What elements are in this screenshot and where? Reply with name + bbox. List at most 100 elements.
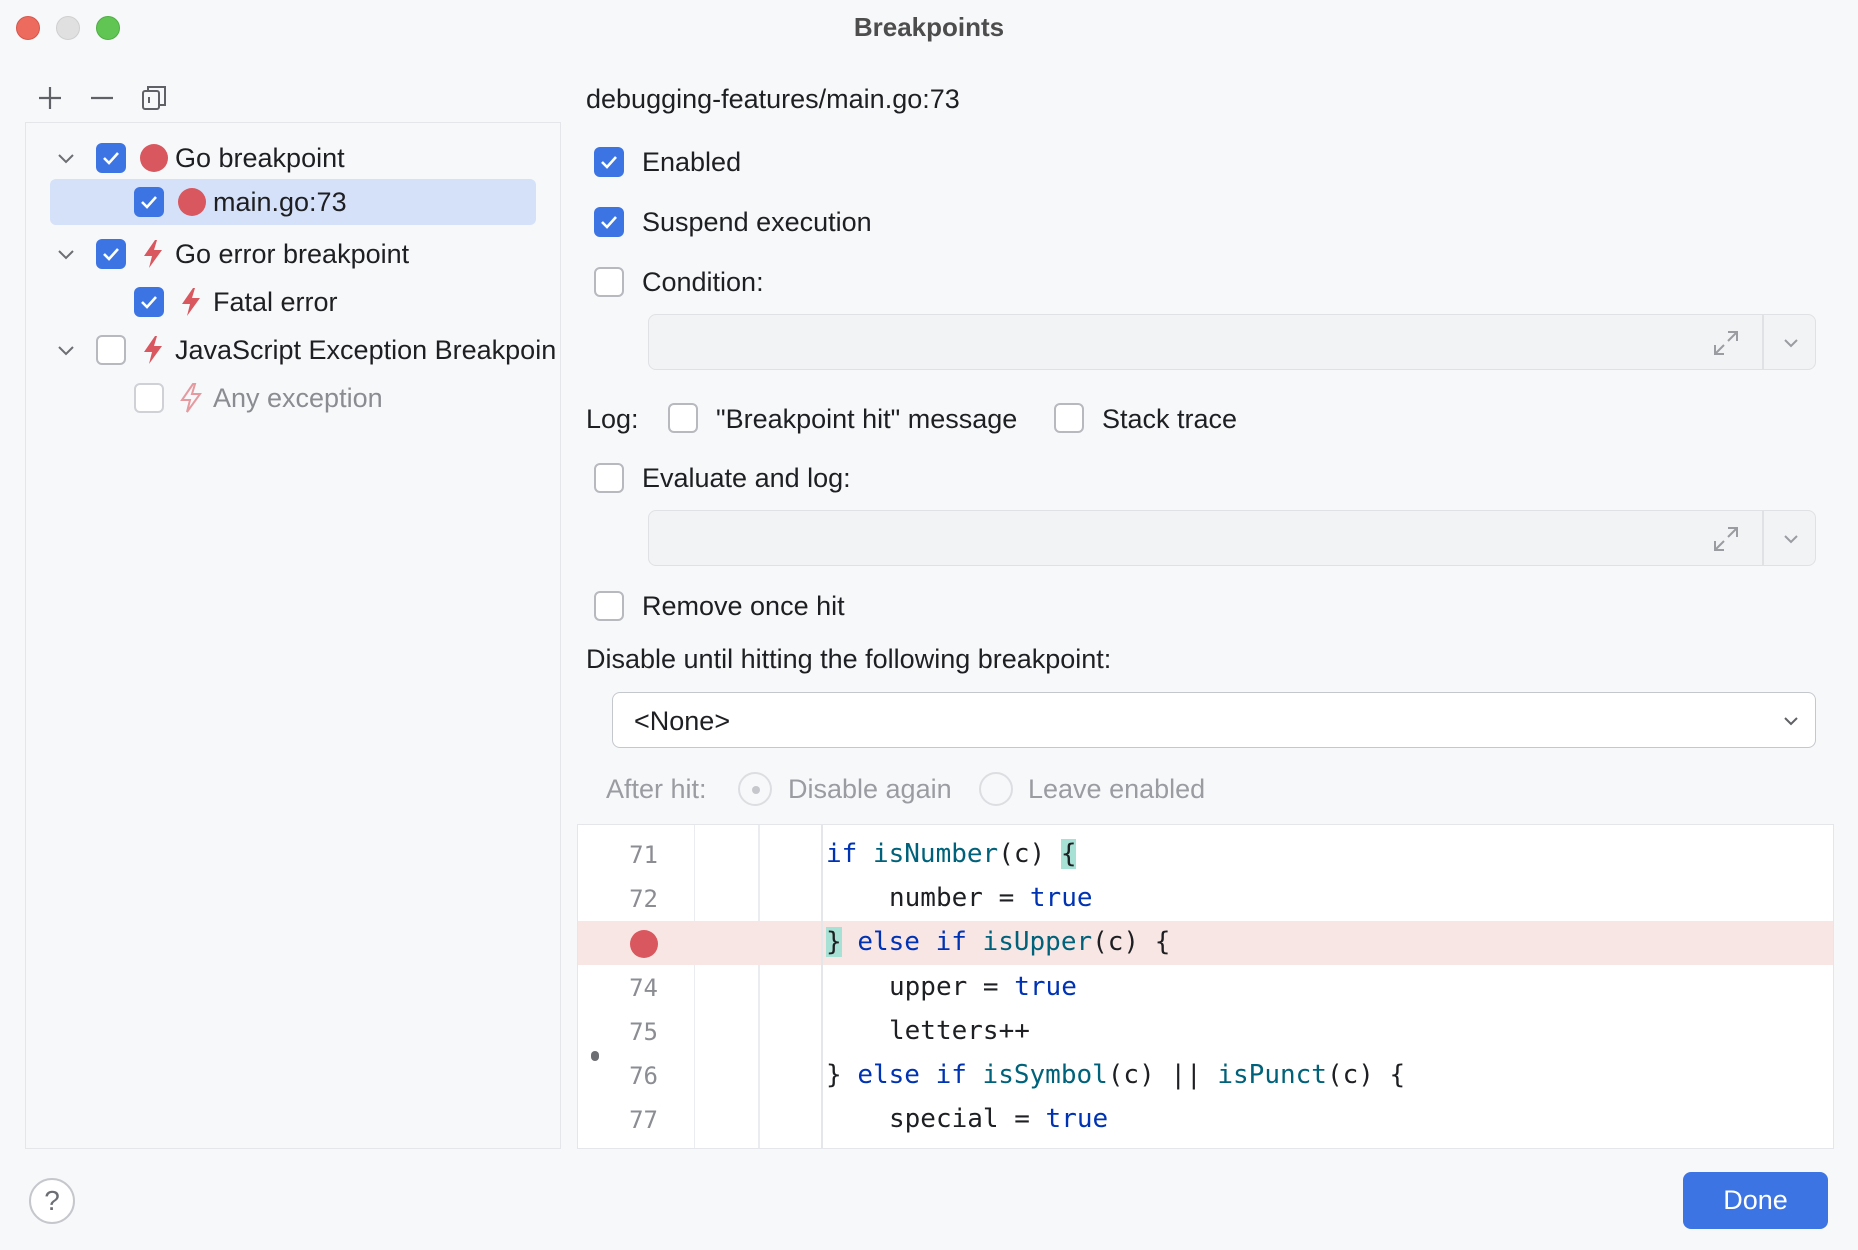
checkbox[interactable] — [134, 187, 164, 217]
tree-item-label: Go breakpoint — [175, 142, 345, 173]
tree-item-label: Fatal error — [213, 286, 338, 317]
breakpoint-dot-icon — [140, 144, 168, 172]
code-token: } — [826, 927, 842, 958]
expand-icon[interactable] — [1712, 525, 1740, 553]
disable-until-value: <None> — [634, 706, 731, 736]
condition-label: Condition: — [642, 267, 764, 297]
tree-item-main-go-73[interactable]: main.go:73 — [50, 179, 536, 225]
add-breakpoint-button[interactable] — [30, 78, 70, 118]
remove-once-hit-checkbox[interactable] — [594, 591, 624, 621]
tree-item-label: Go error breakpoint — [175, 238, 410, 269]
chevron-down-icon[interactable] — [54, 338, 78, 362]
code-line: 71 if isNumber(c) { — [578, 833, 1833, 877]
code-token: isSymbol — [982, 1060, 1108, 1090]
code-text: upper = true — [889, 972, 1077, 1002]
code-text: letters++ — [889, 1016, 1030, 1046]
code-token: (c) { — [1326, 1060, 1406, 1090]
code-token: true — [1014, 971, 1077, 1002]
copy-group-icon — [142, 86, 166, 110]
line-number: 72 — [629, 885, 658, 914]
breakpoints-tree[interactable]: Go breakpoint main.go:73 Go error breakp… — [25, 122, 561, 1149]
breakpoint-dot-icon[interactable] — [630, 930, 658, 959]
code-token: upper = — [889, 971, 1015, 1002]
chevron-down-icon[interactable] — [54, 146, 78, 170]
code-text: if isNumber(c) { — [826, 839, 1077, 869]
suspend-execution-label: Suspend execution — [642, 207, 872, 237]
tree-item-any-exception[interactable]: Any exception — [26, 375, 562, 421]
tree-item-go-error-breakpoint[interactable]: Go error breakpoint — [26, 231, 562, 277]
code-token: if — [826, 839, 873, 869]
suspend-execution-checkbox[interactable] — [594, 207, 624, 237]
checkmark-icon — [103, 152, 119, 165]
help-button[interactable]: ? — [29, 1178, 75, 1224]
condition-input[interactable] — [648, 314, 1816, 370]
tree-item-javascript-exception[interactable]: JavaScript Exception Breakpoin — [26, 327, 562, 373]
evaluate-log-input[interactable] — [648, 510, 1816, 566]
maximize-window-button[interactable] — [96, 16, 120, 40]
tree-item-label: main.go:73 — [213, 186, 347, 217]
close-window-button[interactable] — [16, 16, 40, 40]
code-token: (c) { — [1092, 927, 1171, 958]
code-token: number = — [889, 883, 1030, 914]
code-text: special = true — [889, 1104, 1108, 1134]
stack-trace-checkbox[interactable] — [1054, 403, 1084, 433]
window-title: Breakpoints — [853, 12, 1005, 42]
checkbox[interactable] — [96, 143, 126, 173]
log-message-label: "Breakpoint hit" message — [716, 404, 1018, 434]
disable-again-radio[interactable] — [738, 772, 772, 806]
line-number: 76 — [629, 1062, 658, 1090]
disable-again-label: Disable again — [788, 774, 952, 804]
checkmark-icon — [141, 296, 157, 309]
code-token: else if — [857, 1060, 983, 1090]
code-token: true — [1029, 883, 1093, 914]
fold-gutter — [758, 825, 760, 1148]
checkbox[interactable] — [134, 287, 164, 317]
expand-icon[interactable] — [1712, 329, 1740, 357]
log-message-checkbox[interactable] — [668, 403, 698, 433]
code-text: } else if isUpper(c) { — [826, 927, 1171, 958]
log-label: Log: — [586, 404, 639, 434]
lightning-outline-icon — [180, 383, 202, 413]
code-text: } else if isSymbol(c) || isPunct(c) { — [826, 1060, 1405, 1090]
checkmark-icon — [103, 248, 119, 261]
leave-enabled-radio[interactable] — [979, 772, 1013, 806]
tree-item-go-breakpoint[interactable]: Go breakpoint — [26, 135, 562, 181]
chevron-down-icon[interactable] — [54, 242, 78, 266]
checkmark-icon — [601, 216, 617, 229]
breakpoint-dot-icon — [178, 188, 206, 216]
code-line: 72 number = true — [578, 877, 1833, 921]
checkbox[interactable] — [96, 239, 126, 269]
chevron-down-icon — [1784, 717, 1798, 726]
done-button[interactable]: Done — [1683, 1172, 1828, 1229]
chevron-down-icon[interactable] — [1779, 331, 1803, 355]
group-breakpoints-button[interactable] — [134, 78, 174, 118]
minus-icon — [91, 96, 113, 100]
chevron-down-icon[interactable] — [1779, 527, 1803, 551]
title-bar: Breakpoints — [0, 0, 1858, 56]
disable-until-select[interactable]: <None> — [612, 692, 1816, 748]
remove-once-hit-label: Remove once hit — [642, 591, 845, 621]
lightning-icon — [144, 240, 162, 268]
remove-breakpoint-button[interactable] — [82, 78, 122, 118]
checkbox[interactable] — [134, 383, 164, 413]
plus-icon — [39, 87, 61, 109]
minimize-window-button[interactable] — [56, 16, 80, 40]
breakpoint-location: debugging-features/main.go:73 — [586, 84, 960, 114]
enabled-checkbox[interactable] — [594, 147, 624, 177]
checkbox[interactable] — [96, 335, 126, 365]
tree-item-label: JavaScript Exception Breakpoin — [175, 334, 557, 365]
after-hit-label: After hit: — [606, 774, 707, 804]
line-number: 71 — [629, 841, 658, 869]
code-token: (c) || — [1107, 1060, 1218, 1090]
code-token: (c) — [998, 839, 1061, 869]
evaluate-log-checkbox[interactable] — [594, 463, 624, 493]
code-token: letters++ — [889, 1015, 1030, 1046]
code-text: number = true — [889, 883, 1093, 913]
condition-checkbox[interactable] — [594, 267, 624, 297]
tree-item-fatal-error[interactable]: Fatal error — [26, 279, 562, 325]
leave-enabled-label: Leave enabled — [1028, 774, 1206, 804]
code-line: 76 } else if isSymbol(c) || isPunct(c) { — [578, 1054, 1833, 1098]
